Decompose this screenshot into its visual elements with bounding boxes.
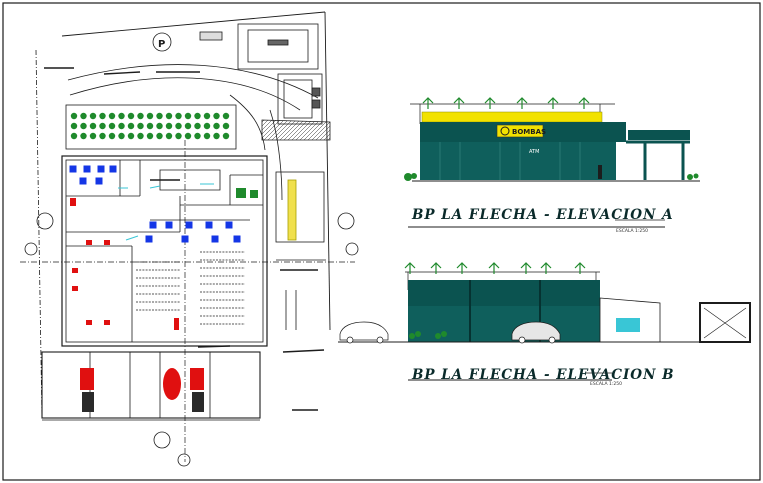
palm-symbol <box>488 262 500 274</box>
tree-symbol <box>108 122 116 130</box>
elevation-b-title: BP LA FLECHA - ELEVACION B <box>412 367 675 383</box>
tree-symbol <box>118 132 125 140</box>
tree-symbol <box>156 112 163 120</box>
palm-symbol <box>540 262 552 274</box>
tree-symbol <box>222 112 230 120</box>
tree-symbol <box>146 132 154 140</box>
tree-symbol <box>80 112 87 120</box>
blue-fixtures <box>69 165 241 243</box>
tree-symbol <box>156 122 163 130</box>
tree-symbol <box>137 112 144 120</box>
tree-symbol <box>203 112 211 120</box>
small-greens <box>236 188 258 198</box>
tree-symbol <box>137 132 144 140</box>
tree-symbol <box>70 112 78 120</box>
palm-symbol <box>422 97 434 109</box>
tree-symbol <box>146 112 154 120</box>
tree-symbol <box>89 122 97 130</box>
tree-symbol <box>194 122 201 130</box>
palm-symbol <box>430 262 442 274</box>
tree-symbol <box>156 132 163 140</box>
tree-symbol <box>175 112 182 120</box>
pump-bases <box>82 392 204 412</box>
palm-symbol <box>520 262 532 274</box>
tree-symbol <box>213 112 220 120</box>
tree-symbol <box>165 112 173 120</box>
tree-symbol <box>80 132 87 140</box>
tree-symbol <box>165 132 173 140</box>
palm-symbol <box>516 97 528 109</box>
palm-symbol <box>484 97 496 109</box>
tree-symbol <box>70 122 78 130</box>
tree-symbol <box>127 122 135 130</box>
parking-symbol: P <box>158 39 165 50</box>
tree-symbol <box>203 132 211 140</box>
tree-symbol <box>108 132 116 140</box>
tree-symbol <box>213 132 220 140</box>
planter-trees <box>70 112 230 140</box>
elevation-a-scale: ESCALA 1:250 <box>616 229 649 234</box>
tree-symbol <box>194 112 201 120</box>
tree-symbol <box>99 112 106 120</box>
tree-symbol <box>146 122 154 130</box>
tree-symbol <box>118 122 125 130</box>
tree-symbol <box>99 122 106 130</box>
tree-symbol <box>184 132 192 140</box>
tree-symbol <box>89 132 97 140</box>
tree-symbol <box>184 122 192 130</box>
tree-symbol <box>222 122 230 130</box>
palm-symbol <box>547 97 559 109</box>
elevation-a-title: BP LA FLECHA - ELEVACION A <box>412 207 674 223</box>
site-plan: P <box>20 11 359 467</box>
tree-symbol <box>80 122 87 130</box>
elevation-a-atm: ATM <box>529 149 539 155</box>
tree-symbol <box>127 112 135 120</box>
tree-symbol <box>222 132 230 140</box>
tree-symbol <box>175 132 182 140</box>
elevation-b-drawing <box>338 262 751 344</box>
tree-symbol <box>137 122 144 130</box>
tree-symbol <box>89 112 97 120</box>
palm-symbol <box>574 262 586 274</box>
elevation-b-scale: ESCALA 1:250 <box>590 382 623 387</box>
cyan-details <box>118 183 214 241</box>
tree-symbol <box>70 132 78 140</box>
palm-symbol <box>578 97 590 109</box>
tree-symbol <box>203 122 211 130</box>
palm-symbol <box>404 262 416 274</box>
tree-symbol <box>127 132 135 140</box>
elevation-a-drawing: BOMBAS ATM <box>404 97 700 182</box>
palm-symbol <box>456 262 468 274</box>
tree-symbol <box>118 112 125 120</box>
tree-symbol <box>194 132 201 140</box>
tree-symbol <box>99 132 106 140</box>
tree-symbol <box>108 112 116 120</box>
tree-symbol <box>165 122 173 130</box>
palm-symbol <box>453 97 465 109</box>
tree-symbol <box>213 122 220 130</box>
elevation-a-sign: BOMBAS <box>512 128 546 136</box>
tree-symbol <box>184 112 192 120</box>
tree-symbol <box>175 122 182 130</box>
red-equipment <box>70 198 204 400</box>
